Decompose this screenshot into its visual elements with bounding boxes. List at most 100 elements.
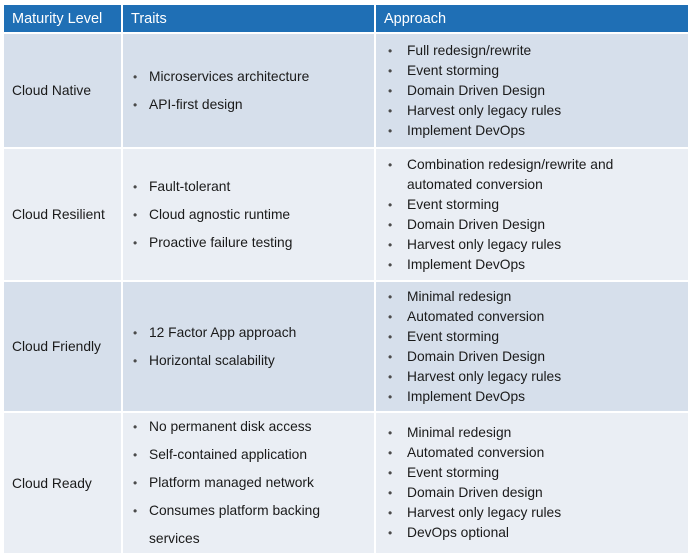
list-item-text: Proactive failure testing [149,234,293,250]
list-item-text: Harvest only legacy rules [407,102,562,118]
header-approach: Approach [376,5,688,32]
table-row: Cloud Friendly • 12 Factor App approach •… [4,282,688,411]
list-item-text: Harvest only legacy rules [407,368,562,384]
traits-cell: • 12 Factor App approach • Horizontal scal… [123,282,374,411]
bullet-icon: • [388,446,393,460]
list-item-text: Fault-tolerant [149,178,231,194]
list-item-text: Implement DevOps [407,388,526,404]
approach-cell: •Full redesign/rewrite • Event storming •… [376,34,688,147]
bullet-icon: • [133,235,138,250]
list-item: • Event storming [386,463,680,483]
list-item: •Event storming [386,195,680,215]
list-item-text: Event storming [407,465,500,480]
table-row: Cloud Resilient •Fault-tolerant •Cloud a… [4,149,688,280]
bullet-icon: • [388,526,393,540]
bullet-icon: • [388,123,393,138]
list-item: • Automated conversion [386,307,680,327]
list-item: •Consumes platform backing services [133,497,366,553]
list-item-text: Domain Driven Design [407,348,546,364]
bullet-icon: • [388,103,393,118]
list-item-text: Implement DevOps [407,122,526,138]
list-item: •API-first design [133,91,366,119]
bullet-icon: • [388,157,393,172]
list-item: •Implement DevOps [386,255,680,275]
bullet-icon: • [133,420,138,434]
bullet-icon: • [388,349,393,364]
list-item: • No permanent disk access [133,413,366,441]
list-item-text: API-first design [149,96,243,112]
bullet-icon: • [388,329,393,344]
bullet-icon: • [388,466,393,480]
bullet-icon: • [133,476,138,490]
list-item: • Minimal redesign [386,423,680,443]
list-item-text: DevOps optional [407,525,510,540]
list-item-text: Event storming [407,196,500,212]
bullet-icon: • [388,43,393,58]
list-item: • Platform managed network [133,469,366,497]
bullet-icon: • [388,63,393,78]
list-item-text: Event storming [407,62,500,78]
bullet-icon: • [388,486,393,500]
list-item-text: Horizontal scalability [149,352,275,368]
list-item-text: Microservices architecture [149,68,310,84]
list-item-text: Automated conversion [407,445,545,460]
list-item: • Self-contained application [133,441,366,469]
traits-cell: •Fault-tolerant •Cloud agnostic runtime … [123,149,374,280]
bullet-icon: • [388,506,393,520]
list-item-text: Harvest only legacy rules [407,236,562,252]
list-item-text: Automated conversion [407,308,545,324]
traits-list: •Fault-tolerant •Cloud agnostic runtime … [123,173,374,257]
list-item: •Full redesign/rewrite [386,41,680,61]
list-item: • Implement DevOps [386,387,680,407]
list-item: • Implement DevOps [386,121,680,141]
bullet-icon: • [133,325,138,340]
bullet-icon: • [388,289,393,304]
list-item: • Automated conversion [386,443,680,463]
traits-list: • Microservices architecture •API-first d… [123,63,374,119]
bullet-icon: • [388,83,393,98]
header-traits: Traits [123,5,374,32]
list-item: • Microservices architecture [133,63,366,91]
list-item: • Domain Driven Design [386,347,680,367]
traits-cell: • Microservices architecture •API-first d… [123,34,374,147]
bullet-icon: • [388,237,393,252]
bullet-icon: • [133,353,138,368]
list-item: • Horizontal scalability [133,347,366,375]
list-item: • Domain Driven Design [386,81,680,101]
header-maturity-level: Maturity Level [4,5,121,32]
bullet-icon: • [133,448,138,462]
approach-cell: •Minimal redesign •Automated conversion … [376,413,688,553]
approach-list: • Combination redesign/rewrite and automa… [376,155,688,275]
bullet-icon: • [133,207,138,222]
bullet-icon: • [388,426,393,440]
list-item: • Event storming [386,327,680,347]
approach-list: •Minimal redesign •Automated conversion … [376,287,688,407]
list-item: • 12 Factor App approach [133,319,366,347]
list-item: • Event storming [386,61,680,81]
list-item-text: No permanent disk access [149,419,312,434]
list-item-text: Minimal redesign [407,425,512,440]
list-item: •Harvest only legacy rules [386,503,680,523]
table-row: Cloud Ready •No permanent disk access •S… [4,413,688,553]
maturity-level-cell: Cloud Native [4,34,121,147]
list-item: •Domain Driven design [386,483,680,503]
bullet-icon: • [388,309,393,324]
list-item-text: Self-contained application [149,447,308,462]
bullet-icon: • [133,69,138,84]
list-item-text: Event storming [407,328,500,344]
bullet-icon: • [133,179,138,194]
list-item-text: Minimal redesign [407,288,512,304]
maturity-level-cell: Cloud Friendly [4,282,121,411]
list-item-text: 12 Factor App approach [149,324,297,340]
list-item: • Combination redesign/rewrite and automa… [386,155,680,195]
bullet-icon: • [388,389,393,404]
list-item: • Minimal redesign [386,287,680,307]
bullet-icon: • [133,504,138,518]
table-row: Cloud Native • Microservices architecture… [4,34,688,147]
list-item-text: Domain Driven Design [407,82,546,98]
list-item-text: Implement DevOps [407,256,526,272]
approach-cell: •Minimal redesign •Automated conversion … [376,282,688,411]
list-item-text: Platform managed network [149,475,314,490]
list-item-text: Combination redesign/rewrite and automat… [407,156,614,192]
bullet-icon: • [388,217,393,232]
